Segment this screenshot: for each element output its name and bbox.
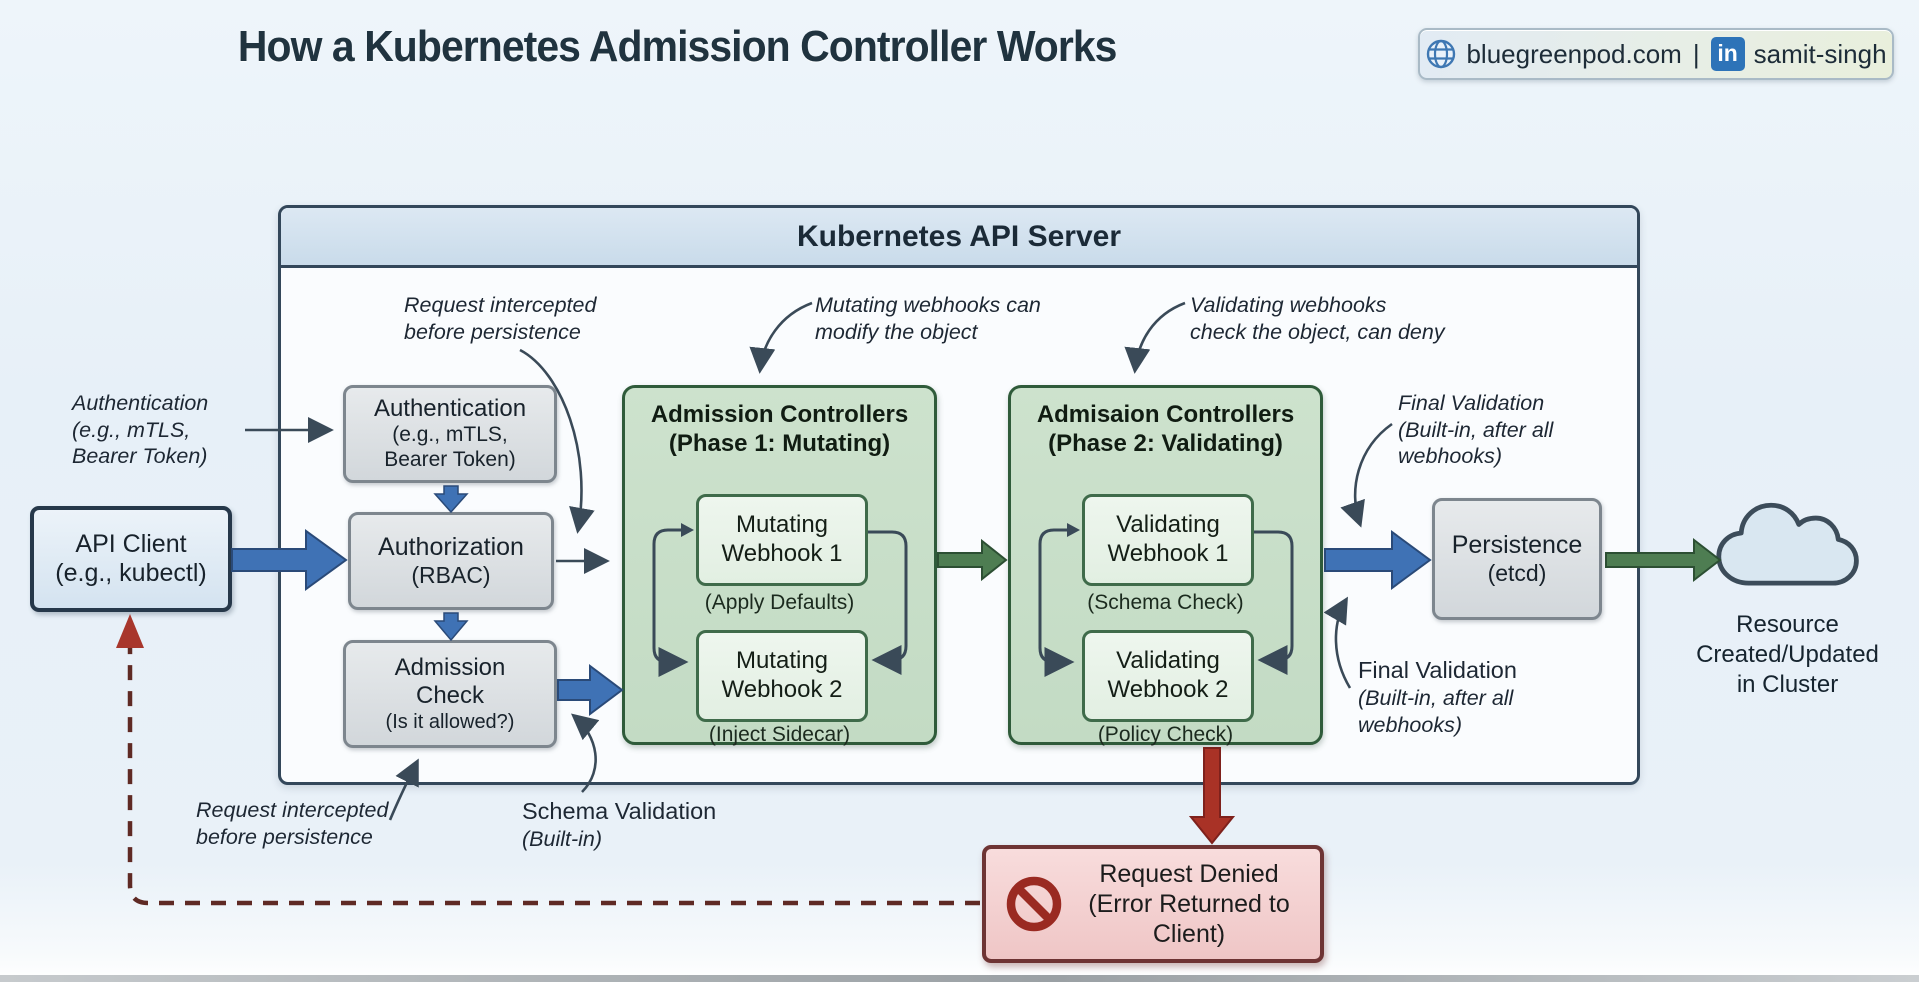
api-server-title: Kubernetes API Server	[281, 208, 1637, 268]
image-bottom-edge	[0, 975, 1919, 982]
badge-handle: samit-singh	[1753, 38, 1887, 69]
node-authentication: Authentication (e.g., mTLS, Bearer Token…	[343, 385, 557, 483]
note-schema-validation: Schema Validation (Built-in)	[522, 798, 717, 852]
panel-phase2-validating: Admisaion Controllers (Phase 2: Validati…	[1008, 385, 1323, 746]
note-authentication: Authentication (e.g., mTLS, Bearer Token…	[72, 391, 209, 469]
note-final-validation-top: Final Validation (Built-in, after all we…	[1398, 391, 1554, 469]
feedback-arrowhead	[116, 614, 144, 648]
badge-separator: |	[1692, 38, 1700, 69]
phase2-title-line2: (Phase 2: Validating)	[1048, 429, 1283, 457]
node-persistence: Persistence (etcd)	[1432, 498, 1602, 620]
note-validating-webhooks: Validating webhooks check the object, ca…	[1190, 293, 1445, 344]
globe-icon	[1427, 39, 1456, 69]
note-intercept-top: Request intercepted before persistence	[404, 293, 597, 344]
phase2-title-line1: Admisaion Controllers	[1036, 401, 1295, 428]
node-api-client: API Client (e.g., kubectl)	[30, 506, 232, 612]
node-mutating-webhook-1: Mutating Webhook 1	[696, 494, 868, 586]
phase1-title-line2: (Phase 1: Mutating)	[668, 429, 891, 457]
note-mutating-webhooks: Mutating webhooks can modify the object	[815, 293, 1041, 344]
node-authorization: Authorization (RBAC)	[348, 512, 554, 610]
node-admission-check: Admission Check (Is it allowed?)	[343, 640, 557, 748]
attribution-badge: bluegreenpod.com | in samit-singh	[1418, 28, 1894, 80]
page-title: How a Kubernetes Admission Controller Wo…	[237, 22, 1118, 71]
note-final-validation-bottom: Final Validation (Built-in, after all we…	[1358, 657, 1517, 737]
mutating-webhook-1-caption: (Apply Defaults)	[704, 591, 855, 614]
linkedin-icon: in	[1710, 37, 1745, 71]
node-validating-webhook-2: Validating Webhook 2	[1082, 630, 1254, 722]
mutating-webhook-2-caption: (Inject Sidecar)	[708, 723, 851, 746]
phase1-title-line1: Admission Controllers	[650, 401, 909, 428]
badge-website: bluegreenpod.com	[1466, 38, 1682, 69]
prohibition-icon	[1006, 876, 1062, 932]
node-validating-webhook-1: Validating Webhook 1	[1082, 494, 1254, 586]
node-request-denied: Request Denied (Error Returned to Client…	[982, 845, 1324, 963]
panel-phase1-mutating: Admission Controllers (Phase 1: Mutating…	[622, 385, 937, 746]
note-intercept-bottom: Request intercepted before persistence	[196, 798, 389, 849]
cluster-cloud-icon	[1706, 485, 1866, 602]
resource-created-label: Resource Created/Updated in Cluster	[1696, 611, 1879, 698]
validating-webhook-2-caption: (Policy Check)	[1097, 723, 1234, 746]
validating-webhook-1-caption: (Schema Check)	[1087, 591, 1244, 614]
node-mutating-webhook-2: Mutating Webhook 2	[696, 630, 868, 722]
